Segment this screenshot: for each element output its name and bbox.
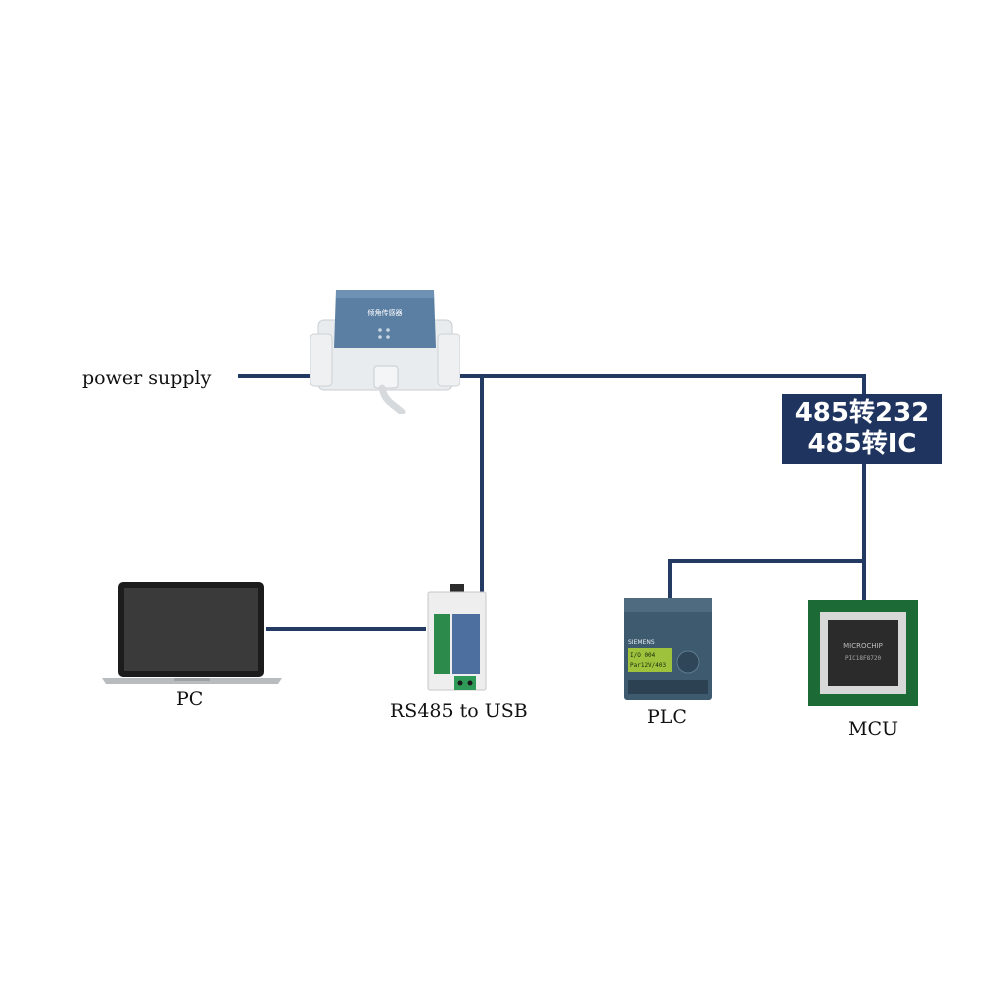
plc-brand-text: SIEMENS bbox=[628, 639, 655, 646]
sensor-nameplate-text: 倾角传感器 bbox=[368, 308, 403, 317]
converter-upper-wire bbox=[862, 374, 866, 396]
usb-drop-wire bbox=[480, 374, 484, 596]
mcu-chip-image: MICROCHIP PIC18F8720 bbox=[808, 600, 918, 706]
converter-lower-wire bbox=[862, 462, 866, 602]
protocol-converter-box: 485转232 485转IC bbox=[782, 394, 942, 464]
power-supply-wire bbox=[238, 374, 322, 378]
pc-label: PC bbox=[176, 688, 204, 710]
plc-branch-wire bbox=[668, 559, 864, 563]
inclination-sensor-image: 倾角传感器 bbox=[310, 290, 460, 414]
plc-label: PLC bbox=[647, 706, 687, 728]
plc-screen-line-2: Par12V/403 bbox=[630, 662, 667, 669]
pc-usb-wire bbox=[266, 627, 426, 631]
usb-converter-label: RS485 to USB bbox=[390, 700, 528, 722]
converter-line-2: 485转IC bbox=[807, 429, 917, 459]
pc-laptop-image bbox=[102, 582, 282, 684]
converter-line-1: 485转232 bbox=[794, 398, 930, 428]
plc-image: SIEMENS I/O 004 Par12V/403 bbox=[624, 598, 712, 700]
plc-screen-line-1: I/O 004 bbox=[630, 652, 656, 659]
power-supply-label: power supply bbox=[82, 367, 212, 389]
mcu-label: MCU bbox=[848, 718, 899, 740]
bus-wire-horizontal bbox=[450, 374, 866, 378]
rs485-usb-converter-image bbox=[427, 584, 487, 691]
mcu-brand-text: MICROCHIP bbox=[843, 642, 883, 650]
plc-drop-wire bbox=[668, 559, 672, 599]
mcu-part-text: PIC18F8720 bbox=[845, 655, 882, 662]
